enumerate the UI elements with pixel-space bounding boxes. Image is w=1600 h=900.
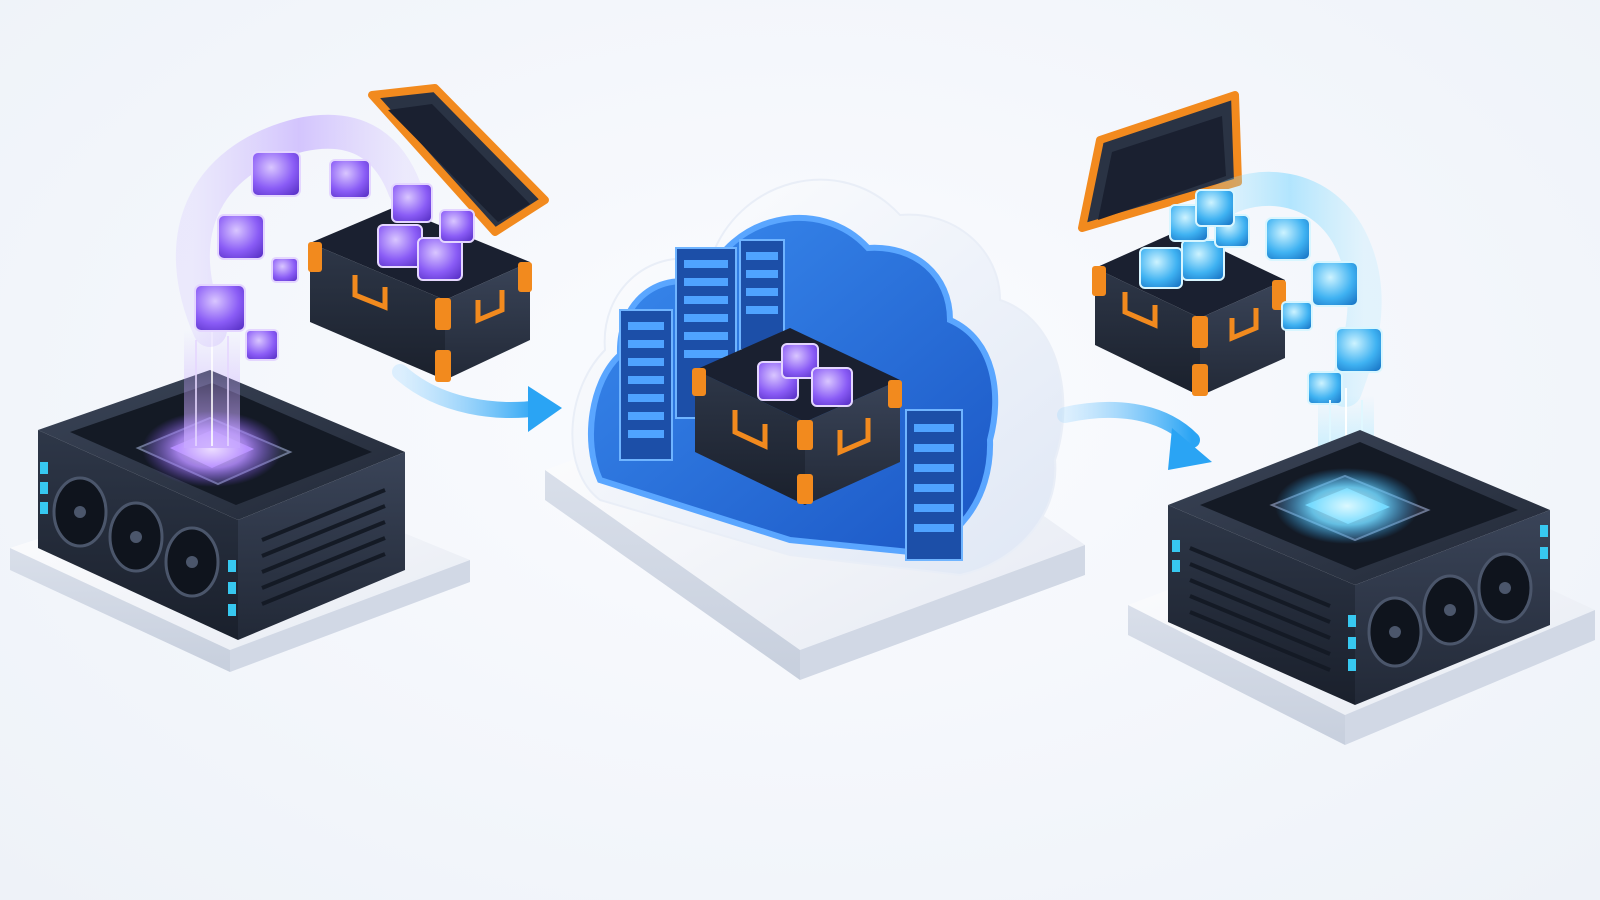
fan-icon — [1422, 574, 1478, 646]
fan-icon — [52, 476, 108, 548]
destination-machine-server-icon — [1168, 430, 1550, 705]
cube-icon — [271, 257, 299, 283]
rack-icon — [905, 409, 963, 561]
cube-icon — [439, 209, 475, 243]
destination-cube-stream — [1195, 189, 1383, 405]
fan-icon — [108, 501, 164, 573]
rack-icon — [739, 239, 785, 351]
cube-icon — [1139, 247, 1183, 289]
vent-grille — [1189, 546, 1331, 672]
cloud-case-icon — [692, 328, 902, 505]
cloud-icon — [571, 178, 1065, 577]
case-corner-trim — [308, 242, 532, 382]
fan-icon — [164, 526, 220, 598]
status-led — [1172, 525, 1548, 671]
cube-icon — [194, 284, 246, 332]
source-cube-stream — [194, 151, 371, 361]
chip-icon — [1269, 468, 1431, 544]
rack-icon — [619, 309, 673, 461]
fan-icon — [1367, 596, 1423, 668]
cube-icon — [377, 224, 423, 268]
cube-icon — [811, 367, 853, 407]
cube-icon — [781, 343, 819, 379]
cube-icon — [391, 183, 433, 223]
vent-grille — [261, 488, 386, 606]
cube-icon — [1265, 217, 1311, 261]
cube-icon — [217, 214, 265, 260]
cube-icon — [251, 151, 301, 197]
source-cube-stream-arc — [175, 114, 422, 347]
destination-case-icon — [1078, 91, 1286, 396]
cube-icon — [1281, 301, 1313, 331]
status-led — [40, 462, 236, 616]
cube-icon — [329, 159, 371, 199]
cube-icon — [245, 329, 279, 361]
cube-icon — [417, 237, 463, 281]
cube-icon — [1195, 189, 1235, 227]
fan-icon — [1477, 552, 1533, 624]
cube-icon — [1311, 261, 1359, 307]
source-case-icon — [308, 84, 549, 382]
arrow-icon — [392, 364, 562, 432]
source-data-beam — [184, 322, 240, 448]
arrow-icon — [1057, 401, 1212, 470]
cube-icon — [1335, 327, 1383, 373]
